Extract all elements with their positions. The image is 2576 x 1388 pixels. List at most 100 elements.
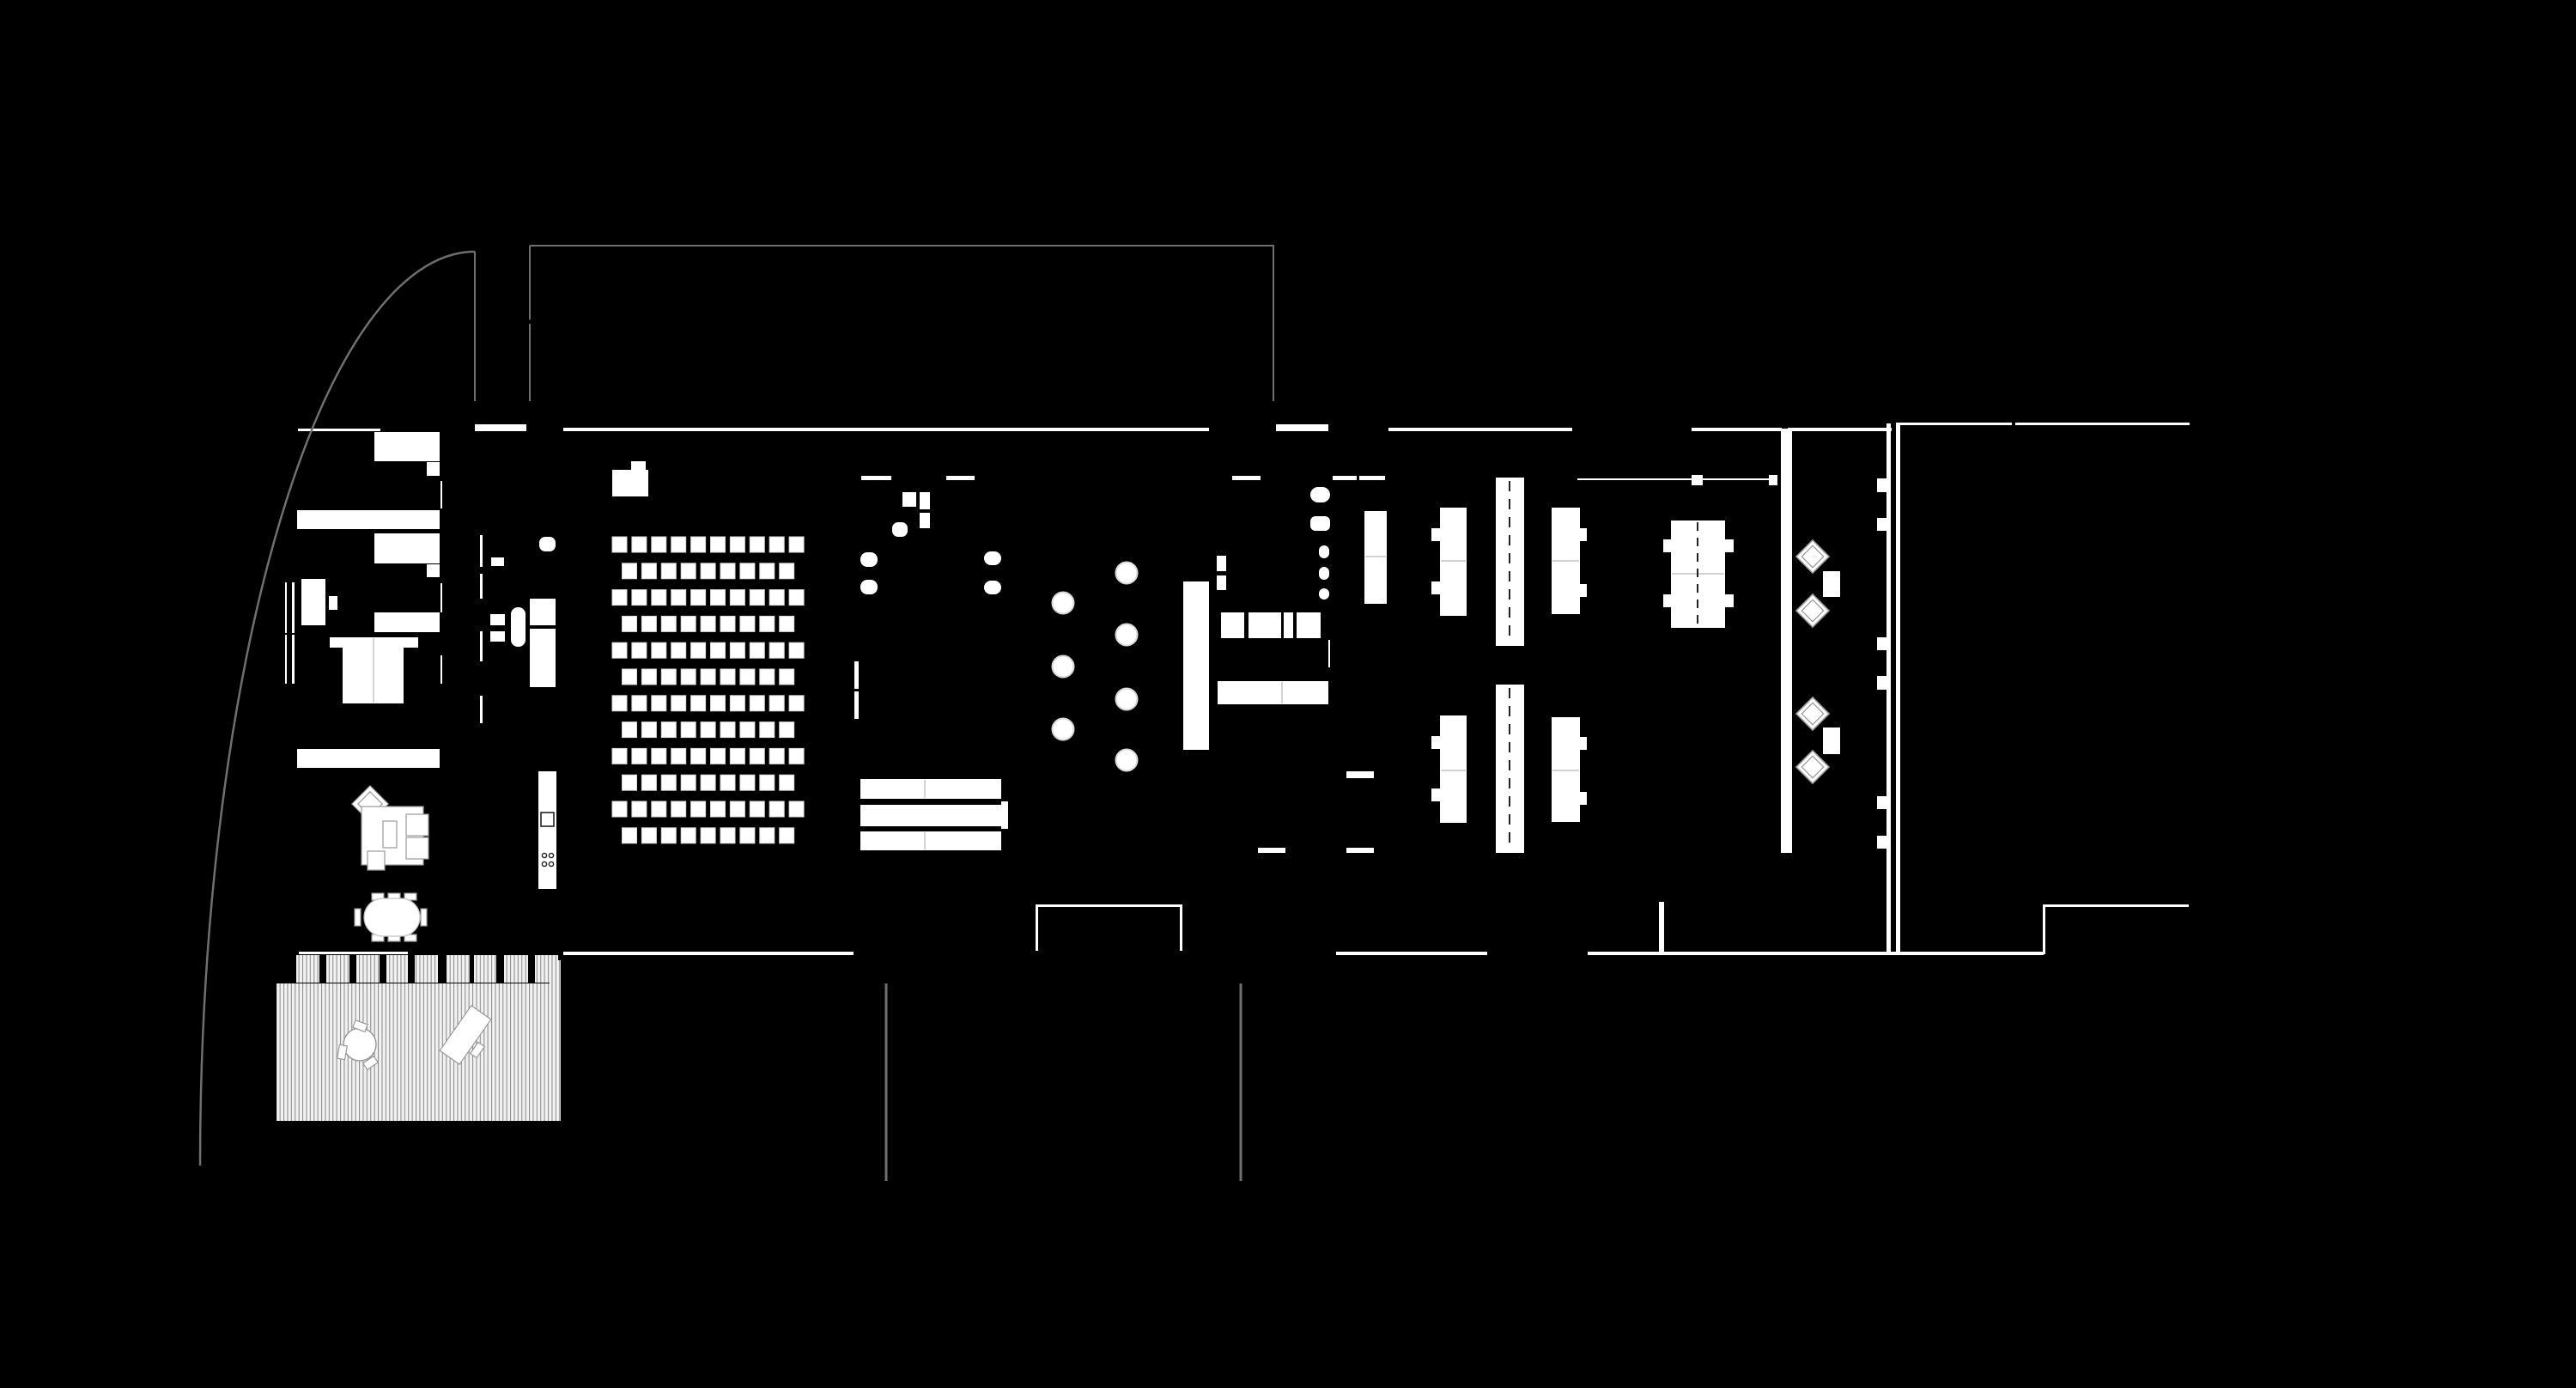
deck-floor bbox=[276, 983, 550, 1121]
auditorium-seat bbox=[710, 801, 726, 818]
burner bbox=[548, 852, 555, 859]
seat bbox=[1217, 556, 1226, 571]
auditorium-seat bbox=[729, 747, 745, 764]
chair bbox=[1725, 594, 1734, 607]
auditorium-seat bbox=[749, 642, 765, 659]
chair bbox=[404, 637, 418, 648]
auditorium-seat bbox=[622, 668, 637, 685]
seat bbox=[1310, 487, 1330, 502]
wall-line bbox=[285, 635, 287, 684]
chair bbox=[1431, 528, 1440, 541]
auditorium-seat bbox=[729, 589, 745, 606]
auditorium-seat bbox=[631, 536, 647, 553]
sun-lounger bbox=[439, 1004, 492, 1066]
auditorium-seat bbox=[739, 563, 756, 580]
chair bbox=[1663, 539, 1671, 552]
auditorium-seat bbox=[729, 801, 745, 818]
pantry-unit bbox=[920, 492, 930, 509]
glass-dash bbox=[480, 535, 483, 567]
auditorium-seat bbox=[720, 774, 736, 791]
sofa-cushion bbox=[382, 820, 398, 849]
auditorium-seat bbox=[651, 695, 667, 712]
partition-tick bbox=[946, 476, 975, 480]
partition-tick bbox=[861, 476, 891, 480]
lounge-chair bbox=[1795, 539, 1831, 575]
sofa-cushion bbox=[405, 813, 429, 837]
wall-seat bbox=[1877, 478, 1886, 492]
auditorium-seat bbox=[611, 536, 628, 553]
bottom-wall-segment bbox=[299, 952, 408, 954]
auditorium-seat bbox=[749, 536, 765, 553]
auditorium-seat bbox=[671, 589, 687, 606]
patio-table bbox=[343, 1027, 377, 1062]
wall-stub bbox=[440, 655, 442, 684]
chair bbox=[427, 564, 440, 577]
auditorium-seat bbox=[769, 642, 785, 659]
auditorium-seat bbox=[749, 801, 765, 818]
partition-tick bbox=[1232, 476, 1261, 480]
auditorium-seat bbox=[759, 721, 775, 739]
auditorium-seat bbox=[729, 642, 745, 659]
auditorium-seat bbox=[671, 642, 687, 659]
auditorium-seat bbox=[690, 536, 707, 553]
round-stool bbox=[1115, 748, 1139, 772]
table bbox=[374, 612, 440, 632]
sofa-cushion bbox=[405, 837, 429, 860]
pantry-unit bbox=[902, 492, 916, 507]
auditorium-seat bbox=[660, 721, 677, 739]
auditorium-seat bbox=[769, 589, 785, 606]
podium bbox=[612, 470, 648, 496]
auditorium-seat bbox=[611, 801, 628, 818]
auditorium-seat bbox=[641, 563, 657, 580]
auditorium-seat bbox=[788, 801, 805, 818]
bottom-wall-segment bbox=[1336, 952, 1487, 955]
top-wall-segment bbox=[1788, 428, 1892, 431]
burner bbox=[541, 861, 548, 868]
auditorium-seat bbox=[788, 589, 805, 606]
auditorium-seat bbox=[680, 668, 696, 685]
glass-dash bbox=[480, 631, 483, 661]
burner bbox=[541, 852, 548, 859]
auditorium-seat bbox=[720, 827, 736, 844]
chair bbox=[420, 908, 428, 927]
auditorium-seat bbox=[660, 563, 677, 580]
auditorium-seat bbox=[641, 668, 657, 685]
deck-plank bbox=[326, 955, 349, 983]
glass-dash bbox=[480, 574, 483, 599]
top-wall-segment bbox=[2015, 423, 2190, 425]
top-wall-segment bbox=[1896, 423, 2012, 425]
seat bbox=[1319, 588, 1329, 600]
chair bbox=[404, 892, 417, 901]
wall-seat bbox=[1877, 836, 1886, 849]
auditorium-seat bbox=[660, 827, 677, 844]
chair bbox=[1580, 737, 1587, 750]
patio-chair bbox=[336, 1044, 349, 1061]
auditorium-seat bbox=[779, 827, 795, 844]
wall-seat bbox=[1877, 637, 1886, 650]
auditorium-seat bbox=[641, 721, 657, 739]
desk bbox=[1440, 508, 1467, 616]
patio-chair bbox=[361, 1055, 380, 1071]
auditorium-seat bbox=[749, 589, 765, 606]
lounge-chair bbox=[1795, 749, 1831, 785]
lounge-chair-inner bbox=[1801, 755, 1825, 779]
auditorium-seat bbox=[739, 668, 756, 685]
chair bbox=[330, 637, 343, 648]
auditorium-seat bbox=[710, 642, 726, 659]
auditorium-seat bbox=[651, 801, 667, 818]
auditorium-seat bbox=[660, 774, 677, 791]
auditorium-seat bbox=[788, 536, 805, 553]
table bbox=[374, 533, 440, 563]
bench-cap bbox=[1001, 801, 1008, 829]
auditorium-seat bbox=[611, 747, 628, 764]
auditorium-seat bbox=[690, 747, 707, 764]
auditorium-seat bbox=[700, 563, 716, 580]
auditorium-seat bbox=[769, 747, 785, 764]
auditorium-seat bbox=[631, 589, 647, 606]
chair bbox=[1725, 539, 1734, 552]
auditorium-seat bbox=[769, 695, 785, 712]
counter bbox=[530, 629, 556, 687]
seat bbox=[1319, 567, 1329, 580]
chair bbox=[1580, 584, 1587, 597]
